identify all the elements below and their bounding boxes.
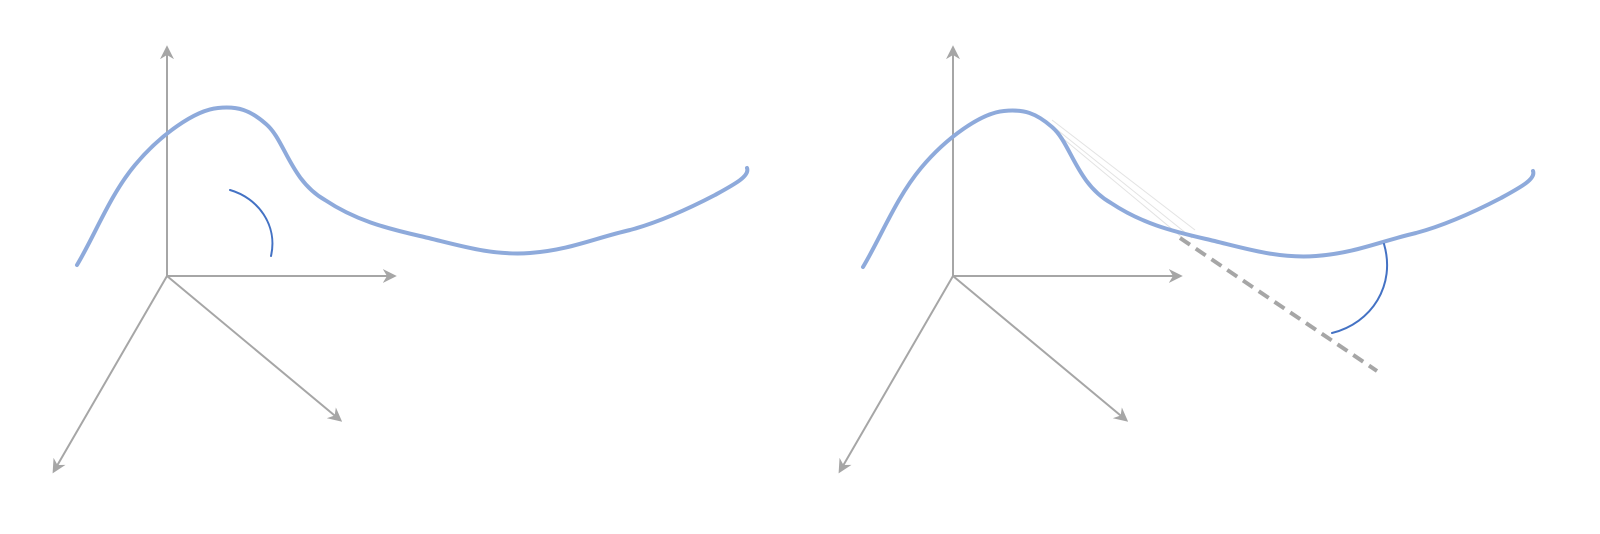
right-rotation-arc [1331,243,1389,334]
right-guide-lines [1051,119,1196,245]
left-diagonal-axis-down-left [52,275,168,474]
right-dashed-line [1178,236,1379,373]
right-panel [838,45,1536,474]
left-panel [52,45,750,474]
right-diagonal-axis-front [952,275,1129,422]
left-rotation-arc [229,189,274,257]
left-axes [52,45,397,474]
left-diagonal-axis-front [166,275,343,422]
right-axes [838,45,1183,474]
left-curve [75,105,750,267]
right-curve [861,108,1536,269]
right-diagonal-axis-down-left [838,275,954,474]
